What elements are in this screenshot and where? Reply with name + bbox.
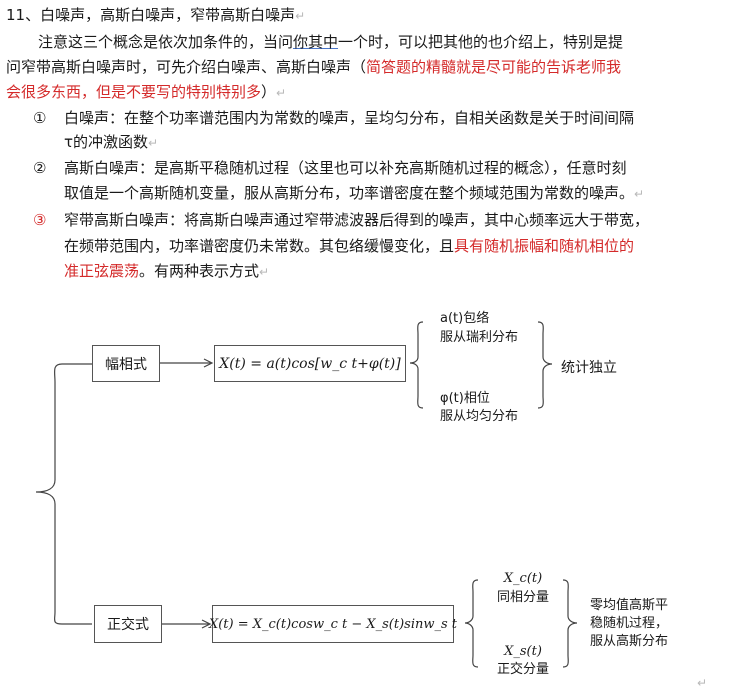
envelope-distribution: 服从瑞利分布	[440, 330, 519, 345]
item-1-line-2: τ的冲激函数↵	[64, 133, 159, 151]
heading: 11、白噪声，高斯白噪声，窄带高斯白噪声↵	[6, 4, 305, 27]
polar-brace	[409, 321, 424, 409]
paragraph-mark-icon: ↵	[148, 136, 159, 150]
paragraph-mark-icon: ↵	[634, 187, 645, 201]
paragraph-mark-icon: ↵	[259, 265, 270, 279]
quad-desc-line-1: 零均值高斯平	[590, 598, 669, 613]
heading-title: 白噪声，高斯白噪声，窄带高斯白噪声	[40, 6, 296, 24]
item-3-line-3: 准正弦震荡。有两种表示方式↵	[64, 262, 270, 280]
red-emphasis: 具有随机振幅和随机相位的	[454, 237, 635, 255]
phase-label: φ(t)相位	[440, 391, 490, 406]
polar-right-bracket	[537, 321, 553, 409]
in-phase-symbol: X_c(t)	[503, 571, 543, 586]
quad-desc-line-2: 稳随机过程，	[590, 616, 669, 631]
phase-distribution: 服从均匀分布	[440, 409, 519, 424]
red-emphasis: 会很多东西，但是不要写的特别特别多	[6, 83, 262, 101]
quad-desc-line-3: 服从高斯分布	[590, 634, 669, 649]
quad-brace	[464, 579, 479, 668]
main-brace	[35, 363, 63, 625]
quad-right-bracket	[562, 579, 578, 668]
list-item: ③	[33, 209, 46, 231]
underlined-text: 你其中	[293, 33, 339, 51]
envelope-label: a(t)包络	[440, 311, 490, 326]
in-phase-label: 同相分量	[496, 590, 549, 605]
list-item: ①	[33, 107, 46, 129]
quadrature-form-box: 正交式	[94, 605, 162, 643]
polar-form-box: 幅相式	[92, 345, 160, 382]
paragraph-mark-icon: ↵	[276, 86, 287, 100]
item-2-line-2: 取值是一个高斯随机变量，服从高斯分布，功率谱密度在整个频域范围为常数的噪声。↵	[64, 184, 645, 202]
item-3-line-2: 在频带范围内，功率谱密度仍未常数。其包络缓慢变化，且具有随机振幅和随机相位的	[64, 237, 635, 255]
quadrature-formula-box: X(t) = X_c(t)cosw_c t − X_s(t)sinw_s t	[208, 605, 458, 643]
heading-number: 11、	[6, 6, 41, 24]
quadrature-symbol: X_s(t)	[504, 644, 542, 659]
polar-formula: X(t) = a(t)cos[w_c t+φ(t)]	[219, 355, 401, 372]
list-item: ②	[33, 157, 46, 179]
item-marker: ①	[33, 109, 47, 127]
quadrature-formula: X(t) = X_c(t)cosw_c t − X_s(t)sinw_s t	[208, 616, 458, 632]
intro-line-2: 问窄带高斯白噪声时，可先介绍白噪声、高斯白噪声（简答题的精髓就是尽可能的告诉老师…	[6, 58, 622, 76]
statistically-independent: 统计独立	[561, 360, 617, 376]
red-emphasis: 简答题的精髓就是尽可能的告诉老师我	[366, 58, 622, 76]
item-2-line-1: 高斯白噪声：是高斯平稳随机过程（这里也可以补充高斯随机过程的概念），任意时刻	[64, 159, 627, 177]
item-1-line-1: 白噪声：在整个功率谱范围内为常数的噪声，呈均匀分布，自相关函数是关于时间间隔	[64, 109, 635, 127]
intro-line-1: 注意这三个概念是依次加条件的，当问你其中一个时，可以把其他的也介绍上，特别是提	[38, 33, 624, 51]
polar-formula-box: X(t) = a(t)cos[w_c t+φ(t)]	[214, 345, 406, 382]
item-marker: ②	[33, 159, 47, 177]
paragraph-mark-icon: ↵	[295, 9, 306, 23]
item-3-line-1: 窄带高斯白噪声：将高斯白噪声通过窄带滤波器后得到的噪声，其中心频率远大于带宽，	[64, 211, 650, 229]
intro-line-3: 会很多东西，但是不要写的特别特别多）↵	[6, 83, 287, 101]
red-emphasis: 准正弦震荡	[64, 262, 140, 280]
quadrature-label: 正交分量	[496, 662, 549, 677]
item-marker: ③	[33, 211, 47, 229]
paragraph-mark-icon: ↵	[697, 676, 708, 690]
